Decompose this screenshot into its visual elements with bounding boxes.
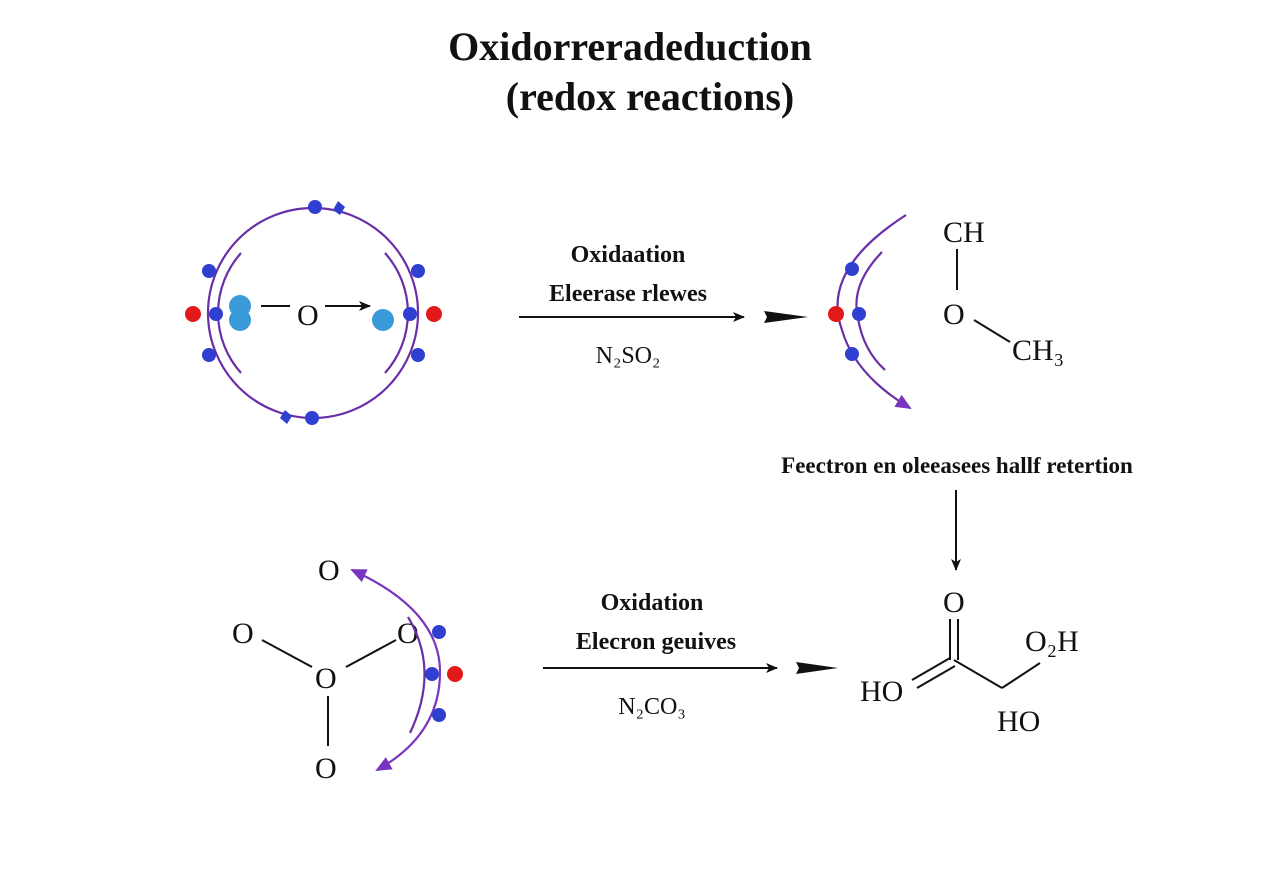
atom-o: O bbox=[943, 298, 965, 331]
electron bbox=[202, 264, 216, 278]
electron-red bbox=[828, 306, 844, 322]
electron bbox=[432, 708, 446, 722]
orbit-arc-outer bbox=[350, 568, 442, 673]
bond bbox=[1001, 662, 1041, 689]
bond bbox=[973, 319, 1011, 343]
arrow1-label-top: Oxidaation bbox=[571, 242, 686, 268]
half-reaction-note: Feectron en oleeasees hallf retertion bbox=[781, 453, 1133, 571]
nucleus-double-bottom bbox=[229, 309, 251, 331]
half-reaction-label: Feectron en oleeasees hallf retertion bbox=[781, 453, 1133, 478]
electron-diamond bbox=[280, 410, 292, 424]
title-line-1: Oxidorreradeduction bbox=[448, 24, 812, 69]
orbit-arc-inner bbox=[407, 616, 426, 734]
electron bbox=[432, 625, 446, 639]
arrow1-reagent: N₂SO₂ bbox=[596, 343, 661, 369]
double-bond-c bbox=[911, 657, 951, 681]
electron bbox=[411, 264, 425, 278]
atom-ch: CH bbox=[943, 216, 985, 249]
arrow1-label-middle: Eleerase rlewes bbox=[549, 281, 707, 307]
reaction-arrow-1: Oxidaation Eleerase rlewes N₂SO₂ bbox=[519, 242, 808, 369]
atom-ch3: CH₃ bbox=[1012, 334, 1064, 367]
atom-o2h: O₂H bbox=[1025, 625, 1079, 658]
electron bbox=[305, 411, 319, 425]
electron bbox=[308, 200, 322, 214]
reaction-arrow-2: Oxidation Elecron geuives N₂CO₃ bbox=[543, 590, 838, 720]
electron bbox=[202, 348, 216, 362]
electron bbox=[852, 307, 866, 321]
atom-o-center: O bbox=[315, 662, 337, 695]
electron-diamond bbox=[333, 201, 345, 215]
arrow2-reagent: N₂CO₃ bbox=[618, 694, 685, 720]
electron-red bbox=[185, 306, 201, 322]
title-line-2: (redox reactions) bbox=[505, 74, 795, 119]
bond bbox=[345, 639, 397, 668]
electron-red bbox=[426, 306, 442, 322]
arrow1-head-extra bbox=[764, 311, 808, 323]
atom-o-bottom: O bbox=[315, 752, 337, 785]
electron bbox=[403, 307, 417, 321]
electron bbox=[411, 348, 425, 362]
electron bbox=[845, 262, 859, 276]
electron bbox=[209, 307, 223, 321]
arrow2-label-middle: Elecron geuives bbox=[576, 629, 736, 655]
electron-red bbox=[447, 666, 463, 682]
electron bbox=[845, 347, 859, 361]
orbit-arc-outer-lower bbox=[375, 671, 442, 771]
bond bbox=[261, 639, 313, 668]
product-2: O HO O₂H HO bbox=[860, 586, 1079, 738]
atom-o-left: O bbox=[232, 617, 254, 650]
atom-o-top: O bbox=[318, 554, 340, 587]
product-1: CH O CH₃ bbox=[828, 214, 1064, 410]
bond bbox=[953, 659, 1003, 689]
atom-model-reactant: O bbox=[185, 200, 442, 425]
electron bbox=[425, 667, 439, 681]
arrow2-head-extra bbox=[796, 662, 838, 674]
double-bond-d bbox=[916, 665, 956, 689]
atom-ho-bottom: HO bbox=[997, 705, 1040, 738]
atom-o-carbonyl: O bbox=[943, 586, 965, 619]
arrow2-label-top: Oxidation bbox=[601, 590, 704, 616]
nucleus-single bbox=[372, 309, 394, 331]
reactant-2: O O O O O bbox=[232, 554, 463, 785]
atom-label-o: O bbox=[297, 299, 319, 332]
orbit-arc-outer bbox=[836, 214, 912, 410]
atom-ho-left: HO bbox=[860, 675, 903, 708]
